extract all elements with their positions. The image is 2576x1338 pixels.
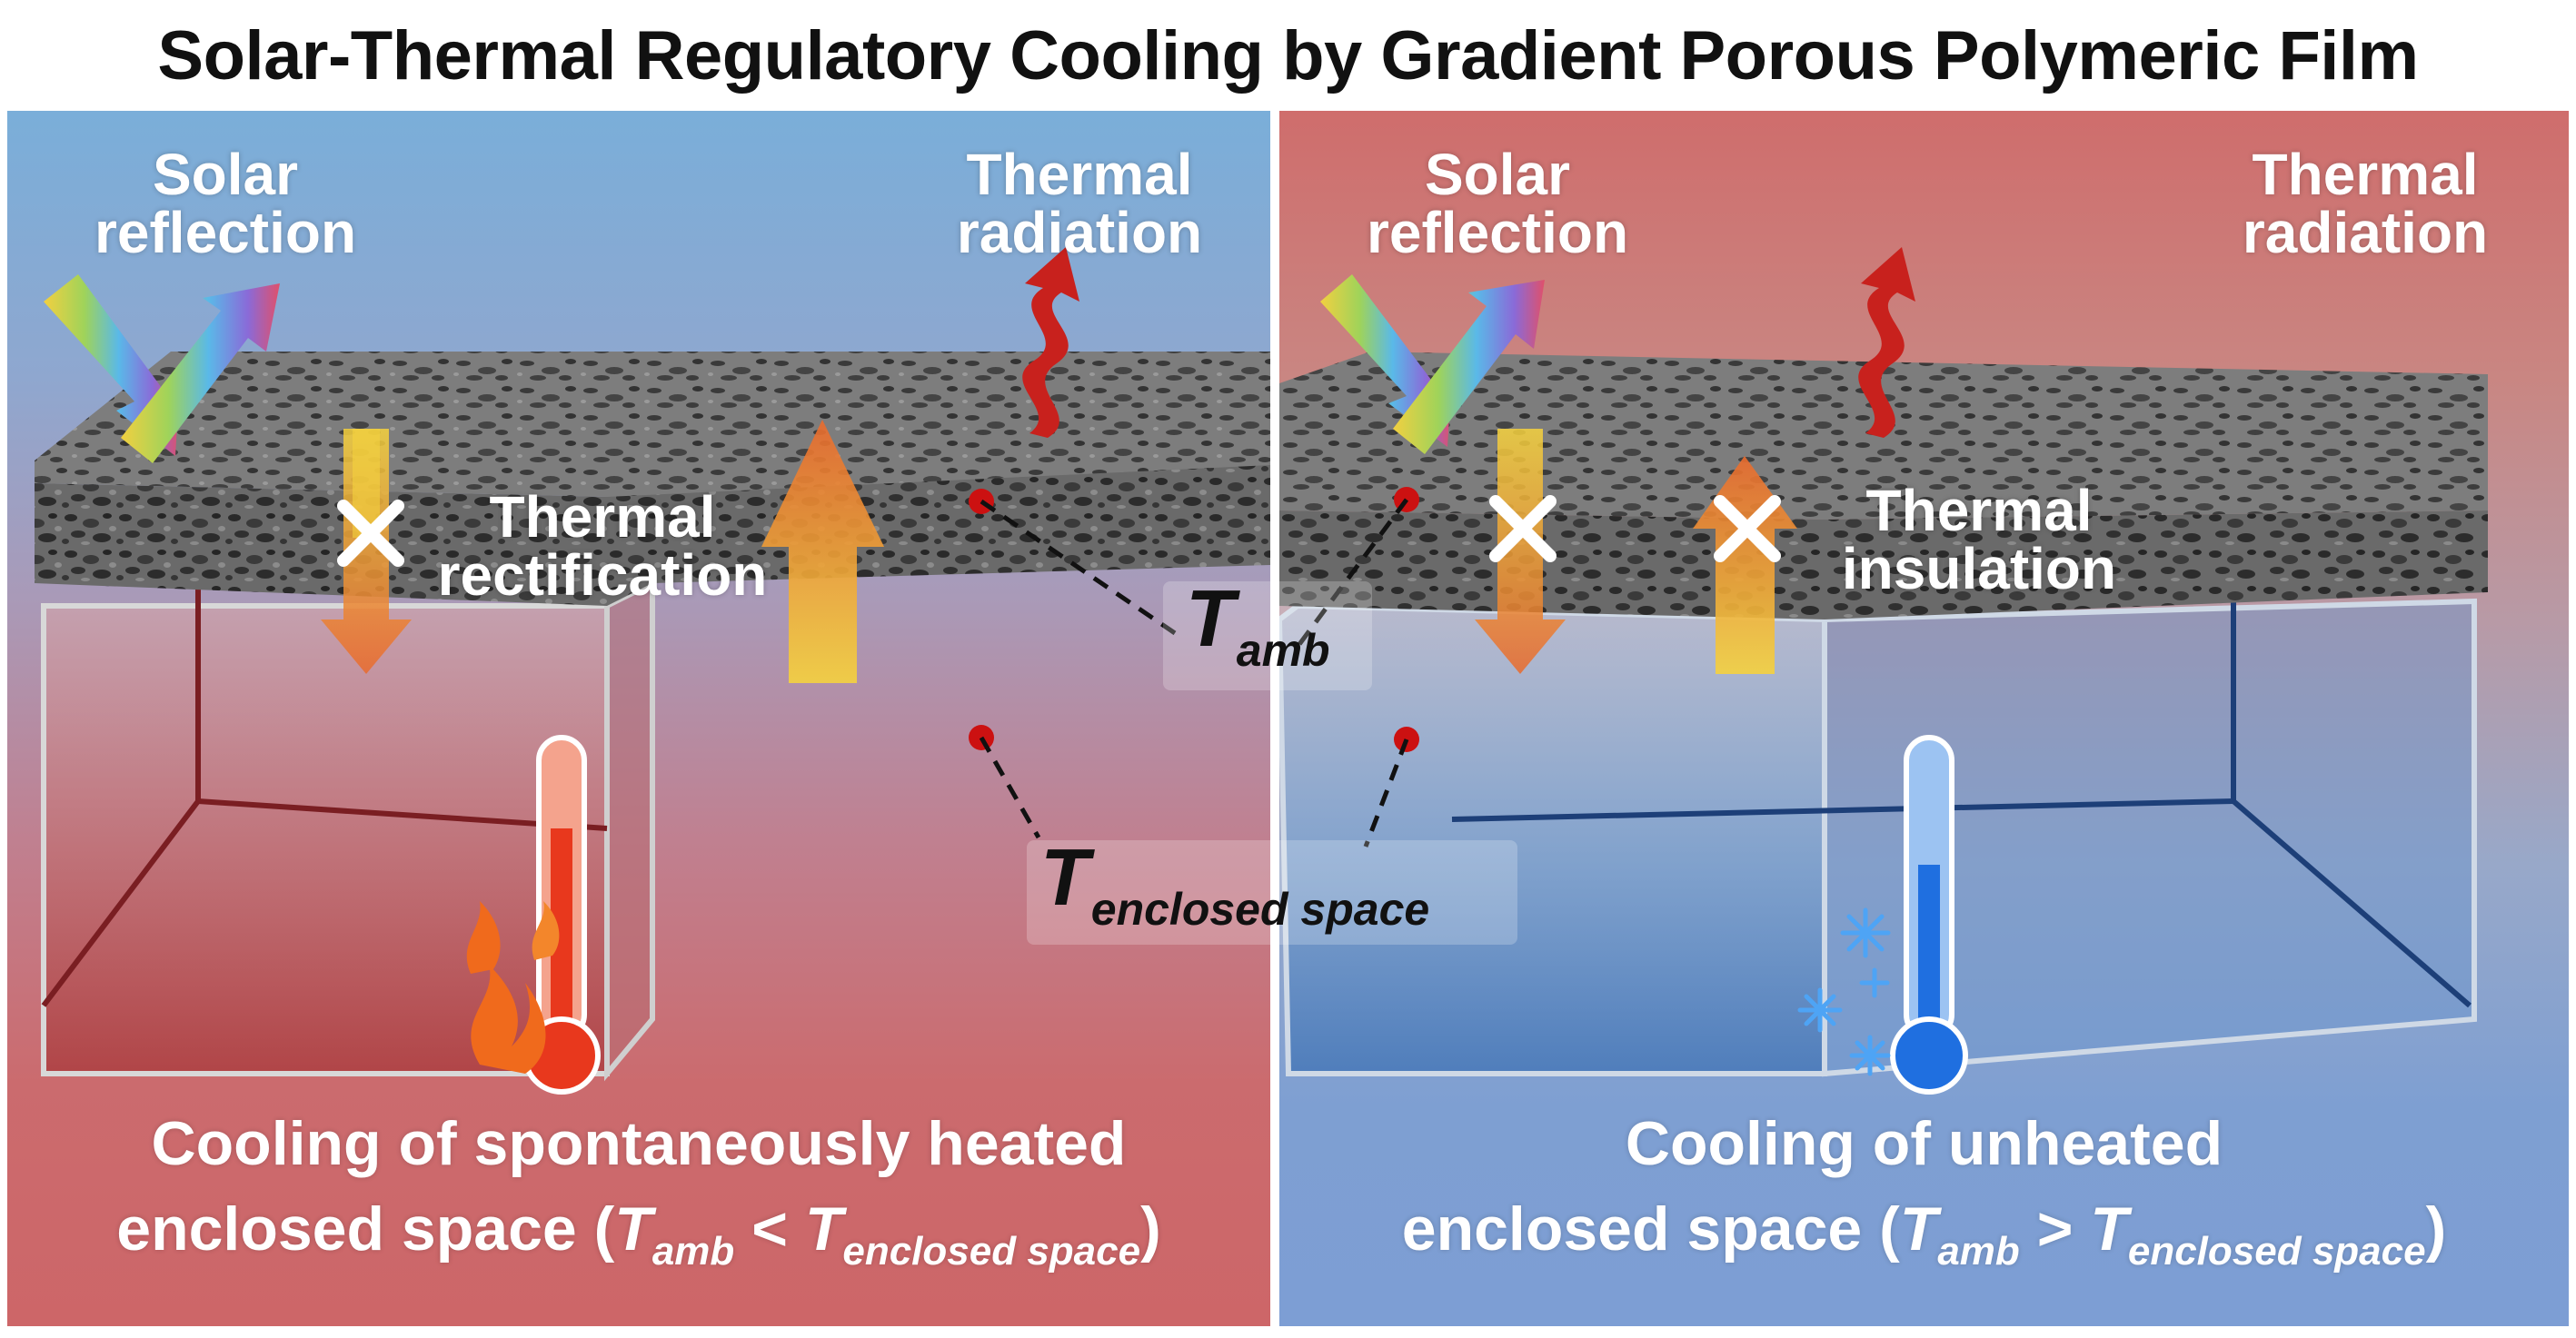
- solar-reflection-arrows-right: [1320, 274, 1545, 454]
- thermal-rectification-label: Thermal rectification: [437, 484, 768, 608]
- solar-reflection-label-right: Solar reflection: [1366, 142, 1629, 265]
- thermal-radiation-label-right: Thermal radiation: [2242, 142, 2489, 265]
- left-panel-heated: Solar reflection Thermal radiation Therm…: [7, 111, 1270, 1326]
- upward-heat-arrow-left: [761, 420, 884, 683]
- tenclosed-label-backdrop: [1027, 840, 1517, 945]
- t-enclosed-space-label: Tenclosed space: [1040, 832, 1430, 935]
- enclosure-box-right: [1279, 598, 2477, 1077]
- flame-icon: [466, 901, 560, 1074]
- blocked-x-icon-right-down: [1489, 495, 1557, 562]
- downward-heat-arrow-right: [1475, 429, 1566, 674]
- right-caption: Cooling of unheated enclosed space (Tamb…: [1401, 1109, 2447, 1274]
- tamb-label-backdrop: [1163, 581, 1372, 690]
- solar-reflection-label-left: Solar reflection: [94, 142, 357, 265]
- thermal-insulation-label: Thermal insulation: [1841, 478, 2117, 601]
- enclosure-box-left: [41, 579, 655, 1082]
- snowflake-icon: [1797, 907, 1891, 1076]
- porous-film-left: [35, 352, 1270, 606]
- right-panel-unheated: Solar reflection Thermal radiation Therm…: [1279, 111, 2569, 1326]
- thermal-radiation-arrow-right: [1858, 247, 1915, 438]
- right-scene-illustration: [1279, 247, 2488, 1095]
- panel-divider: [1270, 111, 1279, 1326]
- left-caption: Cooling of spontaneously heated enclosed…: [116, 1109, 1161, 1274]
- cold-thermometer-icon: [1890, 735, 1968, 1095]
- t-amb-label: Tamb: [1186, 573, 1330, 676]
- thermal-radiation-arrow-left: [1022, 247, 1079, 438]
- figure-title: Solar-Thermal Regulatory Cooling by Grad…: [157, 17, 2419, 94]
- left-scene-illustration: [35, 247, 1270, 1095]
- thermal-radiation-label-left: Thermal radiation: [956, 142, 1203, 265]
- blocked-x-icon-right-up: [1714, 495, 1781, 562]
- blocked-x-icon-left: [337, 500, 404, 567]
- solar-reflection-arrows-left: [44, 274, 280, 463]
- hot-thermometer-icon: [522, 735, 601, 1095]
- downward-heat-arrow-left: [321, 429, 412, 674]
